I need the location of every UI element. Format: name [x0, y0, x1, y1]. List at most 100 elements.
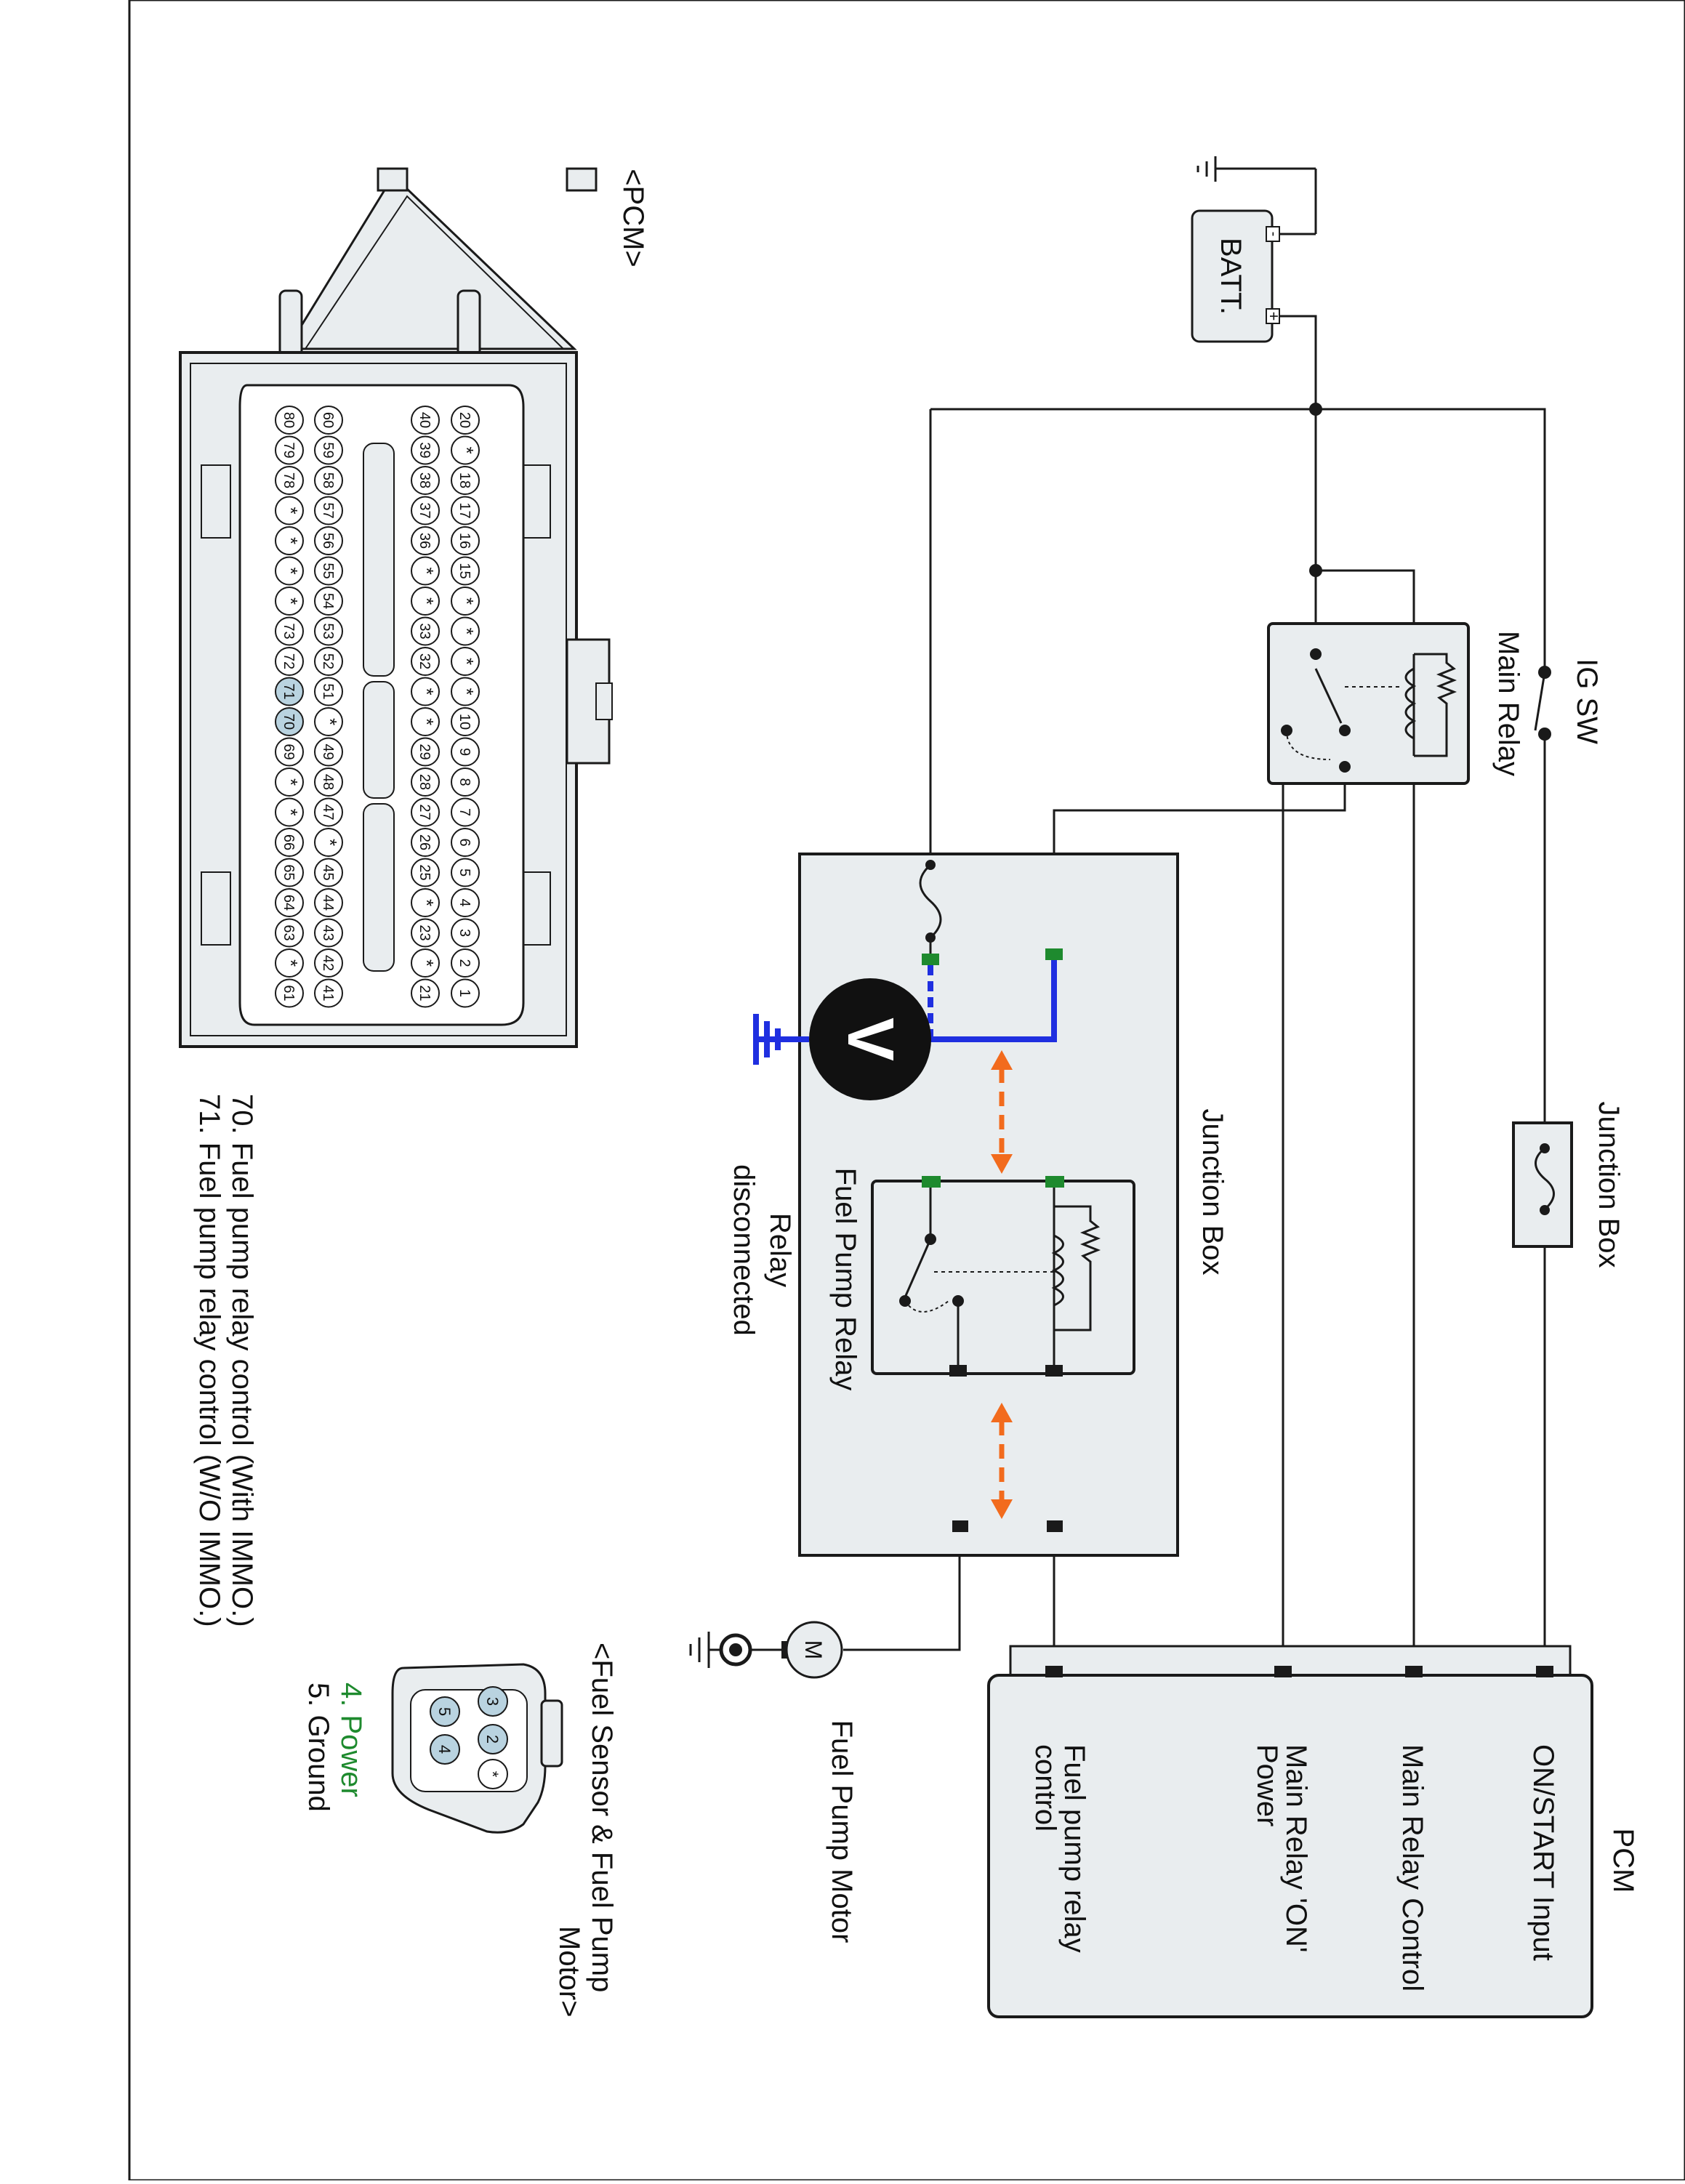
pcm-pin-label: 49 [320, 744, 336, 759]
pcm-pin-label: 20 [457, 412, 472, 428]
pcm-connector: <PCM> 20*18171615****1098765432140393837… [179, 167, 649, 1048]
pcm-pin: 10 [451, 707, 480, 736]
pcm-pin-label: 17 [457, 502, 472, 518]
pcm-pin-label: 18 [457, 472, 472, 488]
pcm-pin-empty: * [451, 616, 480, 646]
fuel-pin-empty: * [478, 1759, 508, 1789]
pcm-pin-label: 72 [281, 653, 297, 669]
pcm-pin: 39 [411, 435, 440, 465]
pcm-pin-label: * [280, 959, 302, 967]
pcm-pin: 23 [411, 918, 440, 948]
pin-note-71: 71. Fuel pump relay control (W/O IMMO.) [193, 1094, 225, 1627]
pcm-pin-empty: * [411, 948, 440, 978]
pcm-pin-label: 37 [417, 502, 433, 518]
pcm-pin-empty: * [275, 587, 304, 616]
pcm-pin-label: * [456, 658, 478, 665]
pcm-pin-label: 5 [457, 869, 472, 877]
pcm-pin-empty: * [275, 767, 304, 797]
pcm-pin-label: 16 [457, 533, 472, 549]
pcm-label: PCM [1607, 1829, 1639, 1893]
pcm-pin: 55 [314, 556, 343, 586]
pcm-pin: 27 [411, 797, 440, 827]
pcm-pin: 53 [314, 616, 343, 646]
pcm-pin-label: 55 [320, 563, 336, 579]
pcm-pin-empty: * [275, 526, 304, 555]
pcm-pin-empty: * [451, 677, 480, 706]
pcm-pin: 56 [314, 526, 343, 555]
fuel-pin-4: 4 [430, 1734, 460, 1765]
fuel-pin-3: 3 [478, 1686, 508, 1717]
pcm-pin: 2 [451, 948, 480, 978]
pcm-pin-label: 79 [281, 442, 297, 458]
pcm-pin-label: 38 [417, 472, 433, 488]
pcm-pin-empty: * [451, 647, 480, 676]
pcm-pin-label: 54 [320, 593, 336, 609]
pcm-pin: 17 [451, 496, 480, 525]
pcm-pin-fuel-relay-2: control [1029, 1744, 1061, 1832]
pcm-pin-label: * [456, 597, 478, 605]
pcm-pin-label: 43 [320, 924, 336, 940]
pcm-pin-label: * [280, 537, 302, 544]
fuel-pump-motor-label: Fuel Pump Motor [826, 1720, 858, 1943]
motor-symbol: M [800, 1640, 827, 1660]
pcm-pin-label: 61 [281, 985, 297, 1001]
pcm-pin-empty: * [411, 556, 440, 586]
pcm-pin-label: 53 [320, 623, 336, 639]
pcm-pin-label: 69 [281, 744, 297, 759]
battery-plus-label: + [1265, 312, 1283, 321]
svg-text:4: 4 [435, 1745, 454, 1754]
pcm-pin: 61 [275, 978, 304, 1008]
pcm-pin-label: 8 [457, 778, 472, 786]
pcm-pin: 80 [275, 406, 304, 435]
pcm-pin: 37 [411, 496, 440, 525]
pcm-pin: 18 [451, 466, 480, 495]
pcm-pin: 78 [275, 466, 304, 495]
pcm-pin-label: 59 [320, 442, 336, 458]
pcm-pin-label: 26 [417, 834, 433, 850]
pcm-pin: 21 [411, 978, 440, 1008]
svg-text:2: 2 [483, 1735, 502, 1744]
pcm-pin-empty: * [314, 707, 343, 736]
ig-switch-label: IG SW [1571, 658, 1603, 744]
fuel-pin-5: 5 [430, 1696, 460, 1727]
pcm-pin-label: * [416, 959, 438, 967]
fuel-note-power: 4. Power [335, 1683, 367, 1797]
pcm-pin: 1 [451, 978, 480, 1008]
pcm-pin-label: 78 [281, 472, 297, 488]
pcm-pin: 8 [451, 767, 480, 797]
pcm-pin-label: 47 [320, 804, 336, 820]
wire-junctions [1309, 403, 1322, 577]
pcm-pin: 9 [451, 737, 480, 767]
pcm-pin: 52 [314, 647, 343, 676]
pcm-pin-label: 7 [457, 808, 472, 816]
relay-state-line1: Relay [764, 1213, 796, 1287]
pcm-pin-label: 23 [417, 924, 433, 940]
svg-text:3: 3 [483, 1697, 502, 1706]
pcm-pin: 32 [411, 647, 440, 676]
pcm-pin-label: 71 [281, 683, 297, 699]
pcm-pin: 66 [275, 828, 304, 857]
pcm-pin: 26 [411, 828, 440, 857]
fuel-pin-2: 2 [478, 1724, 508, 1754]
main-relay-label: Main Relay [1492, 631, 1524, 776]
pcm-pin-main-relay-control: Main Relay Control [1396, 1744, 1428, 1991]
pin-note-70: 70. Fuel pump relay control (With IMMO.) [226, 1094, 258, 1627]
pcm-pin-label: * [416, 688, 438, 695]
pcm-pin-label: 6 [457, 838, 472, 846]
fuel-connector-title-1: <Fuel Sensor & Fuel Pump [586, 1643, 618, 1992]
pcm-pin-label: 58 [320, 472, 336, 488]
fuel-pump-relay-label: Fuel Pump Relay [829, 1168, 861, 1391]
pcm-pin: 29 [411, 737, 440, 767]
pcm-pin: 58 [314, 466, 343, 495]
pcm-pin: 36 [411, 526, 440, 555]
pcm-pin-label: * [319, 718, 341, 725]
pcm-pin-empty: * [275, 556, 304, 586]
pcm-pin-label: * [319, 839, 341, 846]
pcm-pin: 42 [314, 948, 343, 978]
pcm-pin-empty: * [451, 435, 480, 465]
pcm-pin-main-relay-on-1: Main Relay 'ON' [1280, 1744, 1312, 1952]
pcm-pin: 40 [411, 406, 440, 435]
pcm-pin-label: * [416, 899, 438, 906]
pcm-pin: 65 [275, 858, 304, 887]
